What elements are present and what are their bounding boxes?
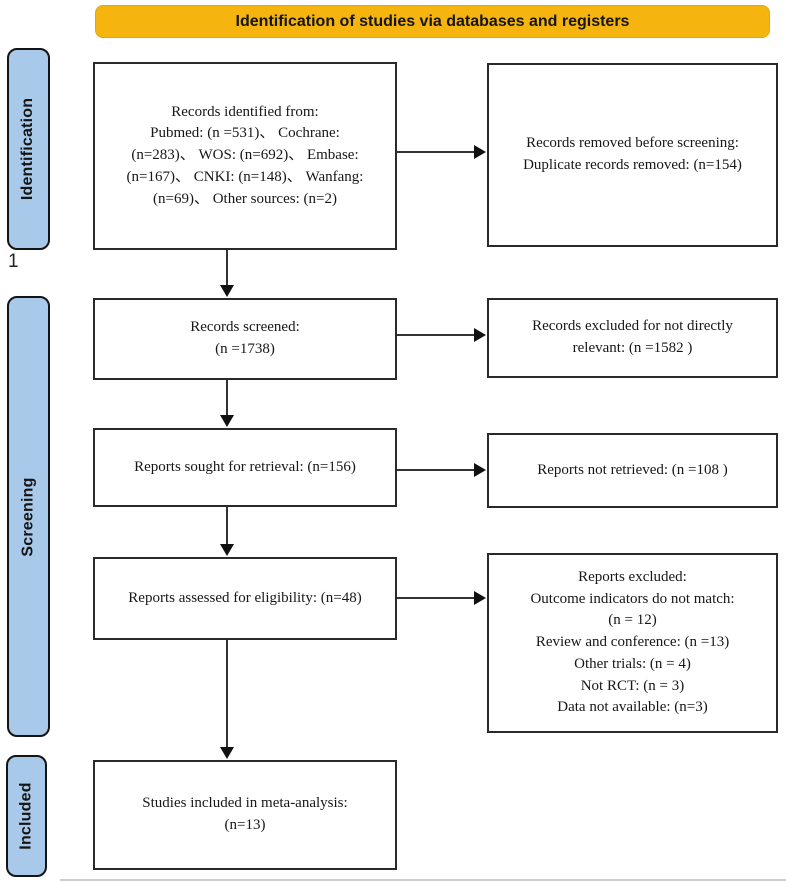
arrow-screened-to-sought bbox=[220, 380, 234, 427]
stage-label-included: Included bbox=[6, 755, 47, 877]
stage-label-included-text: Included bbox=[17, 782, 35, 850]
box-records-excluded: Records excluded for not directly releva… bbox=[487, 298, 778, 378]
box-reports-sought: Reports sought for retrieval: (n=156) bbox=[93, 428, 397, 507]
box-reports-excluded: Reports excluded: Outcome indicators do … bbox=[487, 553, 778, 733]
box-reports-assessed: Reports assessed for eligibility: (n=48) bbox=[93, 557, 397, 640]
stage-label-screening-text: Screening bbox=[19, 476, 37, 557]
arrow-assessed-to-excluded bbox=[397, 591, 486, 605]
box-records-screened: Records screened: (n =1738) bbox=[93, 298, 397, 380]
box-reports-not-retrieved: Reports not retrieved: (n =108 ) bbox=[487, 433, 778, 508]
box-records-identified: Records identified from: Pubmed: (n =531… bbox=[93, 62, 397, 250]
stage-label-screening: Screening bbox=[7, 296, 50, 737]
stage-label-identification-text: Identification bbox=[19, 97, 37, 201]
arrow-identified-to-screened bbox=[220, 250, 234, 297]
arrow-screened-to-excluded bbox=[397, 328, 486, 342]
arrow-sought-to-assessed bbox=[220, 507, 234, 556]
arrow-identified-to-removed bbox=[397, 145, 486, 159]
box-studies-included: Studies included in meta-analysis: (n=13… bbox=[93, 760, 397, 870]
arrow-assessed-to-included bbox=[220, 640, 234, 759]
page-number: 1 bbox=[8, 251, 19, 272]
arrow-sought-to-not-retrieved bbox=[397, 463, 486, 477]
banner-title: Identification of studies via databases … bbox=[95, 5, 770, 38]
stage-label-identification: Identification bbox=[7, 48, 50, 250]
box-records-removed: Records removed before screening: Duplic… bbox=[487, 63, 778, 247]
